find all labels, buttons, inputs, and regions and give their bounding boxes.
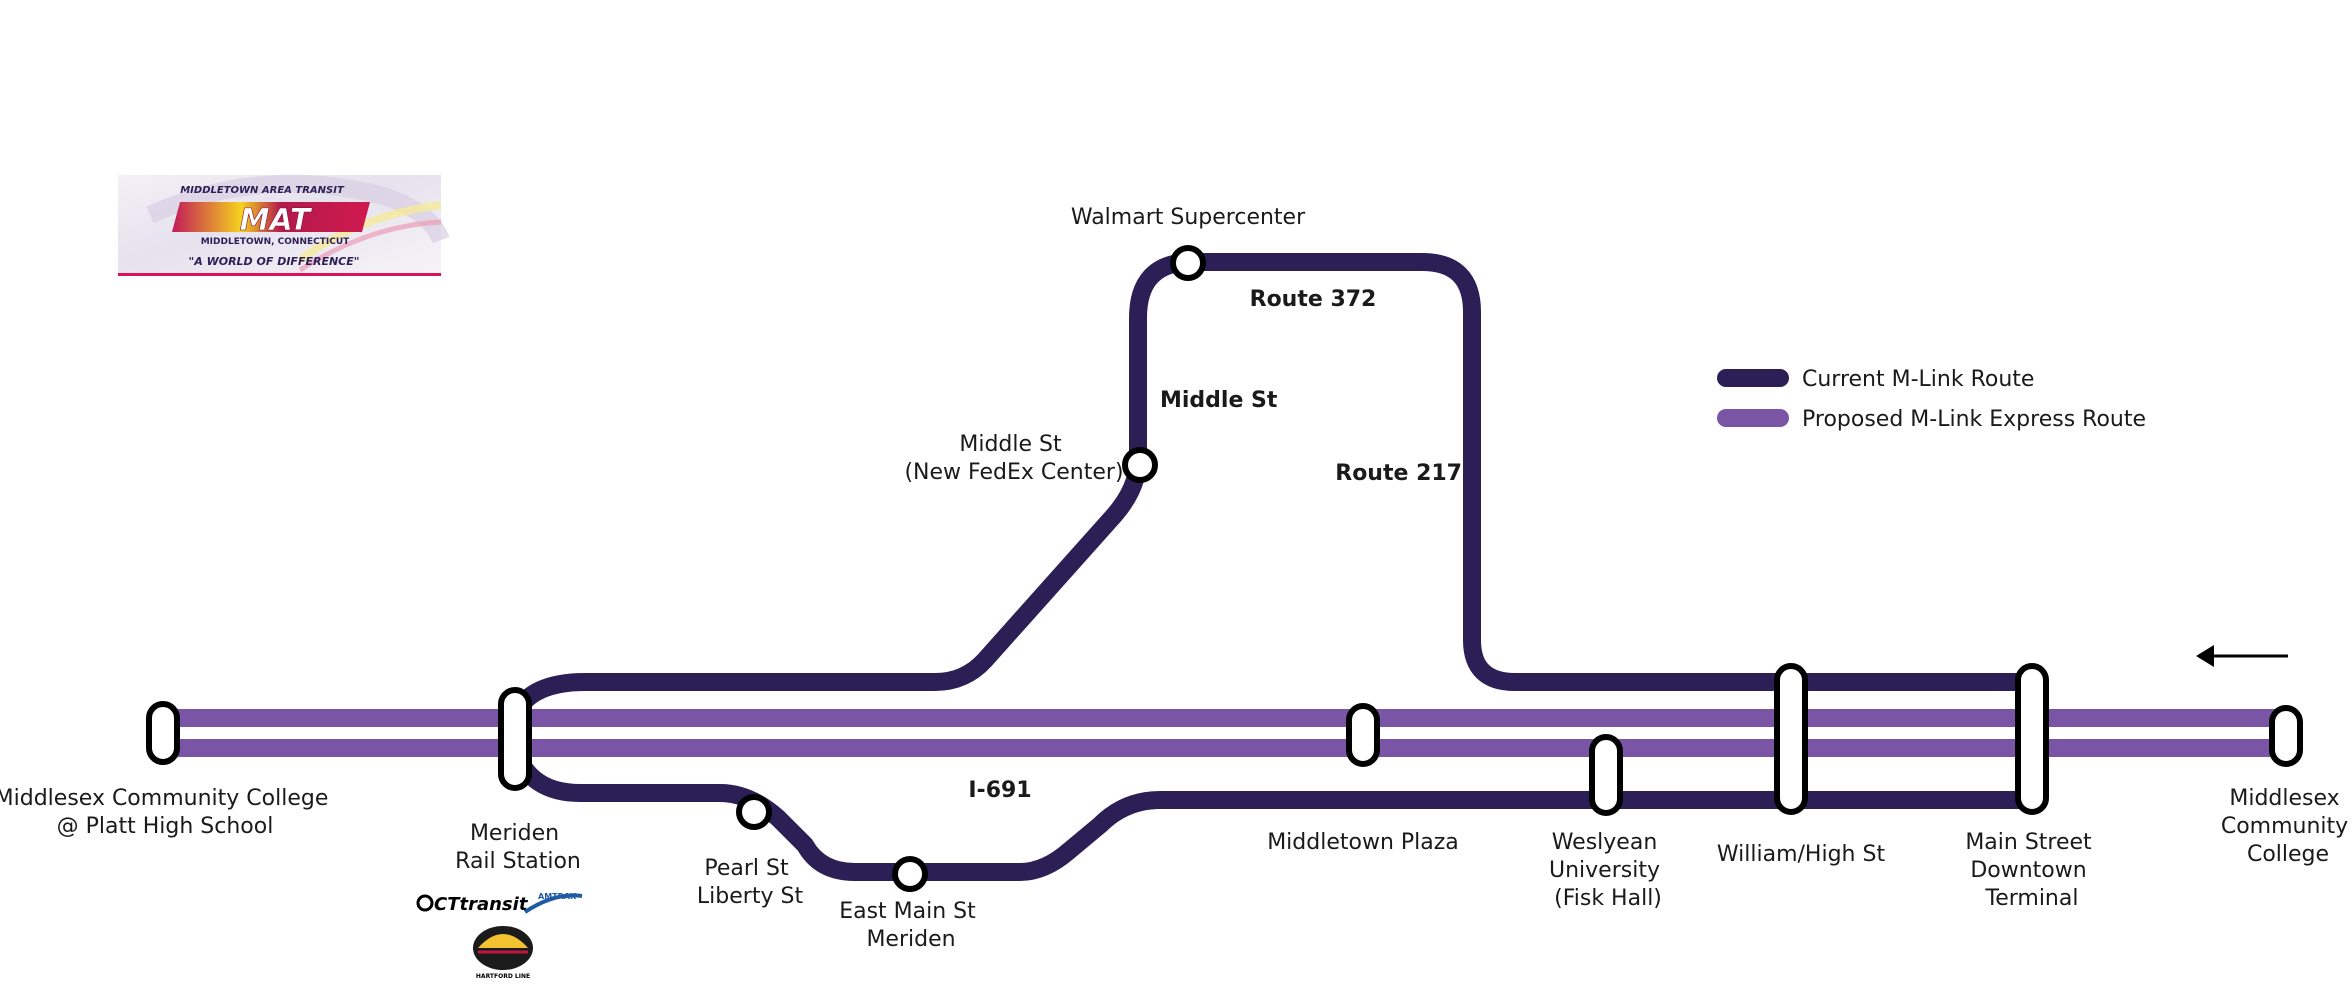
proposed-express-route [165,709,2287,757]
amtrak-swoosh-icon [523,893,583,914]
stop-label-wesleyan: Weslyean University (Fisk Hall) [1549,830,1667,911]
station-main-street-terminal[interactable] [2015,663,2049,815]
mat-logo: MIDDLETOWN AREA TRANSIT MAT MIDDLETOWN, … [118,174,450,276]
stop-label-middle-st: Middle St (New FedEx Center) [904,432,1123,485]
road-label-middle-st: Middle St [1160,388,1278,413]
stop-label-mcc: Middlesex Community College [2221,786,2352,867]
stop-label-walmart: Walmart Supercenter [1071,205,1306,230]
road-label-route-217: Route 217 [1335,461,1462,486]
road-label-route-372: Route 372 [1250,287,1377,312]
direction-arrow-left-icon [2196,645,2288,667]
station-mcc-platt[interactable] [146,701,180,765]
station-pearl-st[interactable] [736,794,772,830]
station-mcc[interactable] [2269,705,2303,767]
road-label-i691: I-691 [968,778,1031,803]
stations [146,245,2303,892]
hartford-line-label: HARTFORD LINE [476,973,530,980]
station-middle-st[interactable] [1122,447,1158,483]
current-mlink-route [506,253,2039,881]
station-middletown-plaza[interactable] [1346,703,1380,767]
route-north-loop [506,253,2039,724]
logo-tagline: "A WORLD OF DIFFERENCE" [189,255,360,268]
hartford-line-logo-icon [473,926,533,970]
amtrak-label: AMTRAK [538,892,577,901]
legend-proposed-label: Proposed M-Link Express Route [1802,407,2146,432]
stop-label-william-high: William/High St [1717,842,1886,867]
stop-label-east-main-st: East Main St Meriden [839,899,983,952]
stop-label-mcc-platt: Middlesex Community College @ Platt High… [0,786,335,839]
ct-transit-logo-icon [416,894,434,912]
stop-label-pearl-st: Pearl St Liberty St [697,856,804,909]
route-south-loop [506,741,2039,881]
station-wesleyan[interactable] [1589,734,1623,816]
station-east-main-st[interactable] [892,856,928,892]
logo-agency: MIDDLETOWN AREA TRANSIT [180,185,345,196]
logo-mark: MAT [240,203,313,238]
stop-label-meriden-rail: Meriden Rail Station [455,821,581,874]
ct-transit-label: CTtransit [434,894,529,915]
logo-city: MIDDLETOWN, CONNECTICUT [201,237,350,247]
legend-current-label: Current M-Link Route [1802,367,2034,392]
stop-label-main-street-terminal: Main Street Downtown Terminal [1965,830,2098,911]
stop-label-middletown-plaza: Middletown Plaza [1267,830,1459,855]
station-meriden-rail[interactable] [498,687,532,791]
station-walmart[interactable] [1170,245,1206,281]
station-william-high[interactable] [1774,663,1808,815]
legend: Current M-Link Route Proposed M-Link Exp… [1717,367,2146,432]
connection-logos: CTtransit AMTRAK HARTFORD LINE [416,892,583,980]
